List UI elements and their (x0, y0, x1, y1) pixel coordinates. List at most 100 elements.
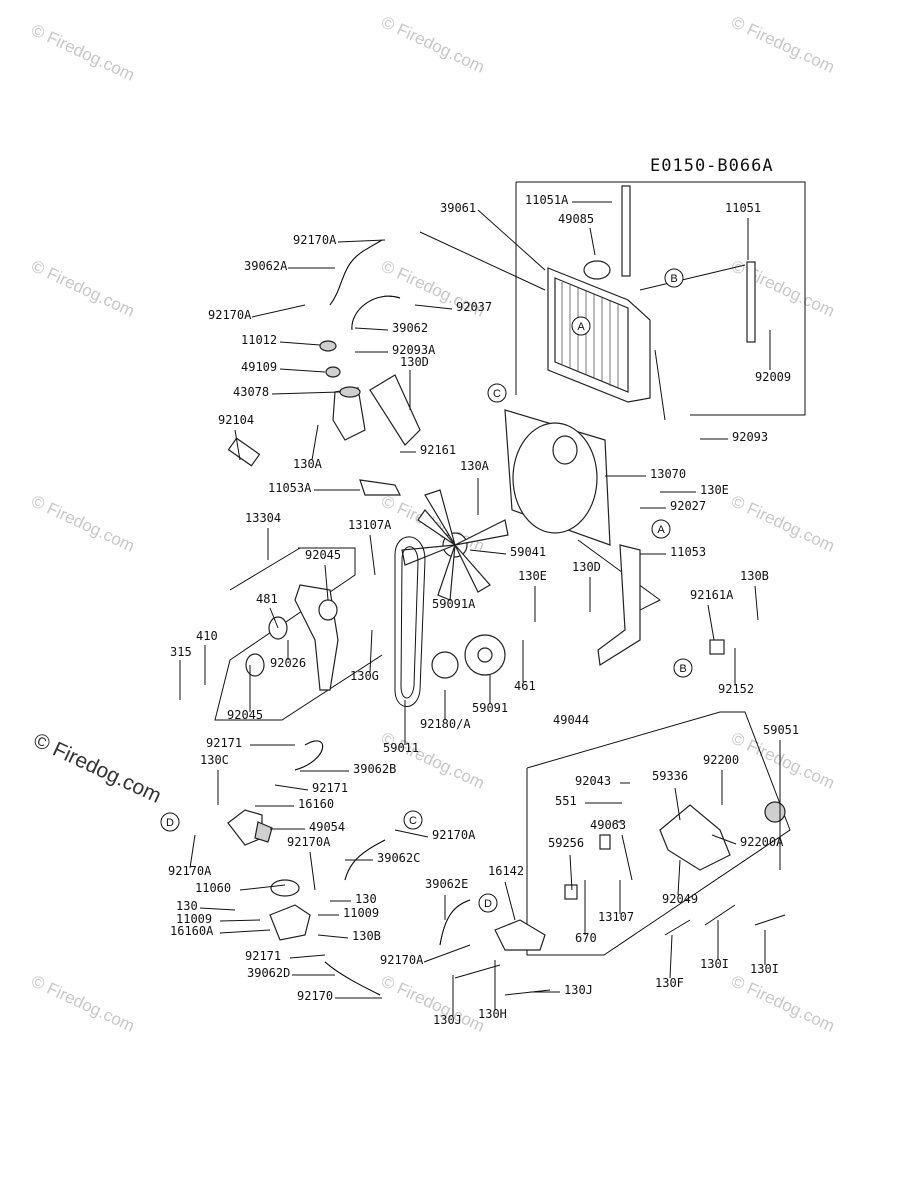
part-number-label: 39062E (425, 877, 468, 891)
part-number-label: 92093 (732, 430, 768, 444)
callout-marker: B (673, 658, 693, 678)
part-number-label: 16142 (488, 864, 524, 878)
part-number-label: 130E (700, 483, 729, 497)
callout-letter: A (657, 524, 665, 536)
part-number-label: 59011 (383, 741, 419, 755)
part-number-label: 92171 (245, 949, 281, 963)
part-number-label: 92049 (662, 892, 698, 906)
part-number-label: 92200 (703, 753, 739, 767)
diagram-code: E0150-B066A (650, 156, 774, 176)
part-labels: 3906111051A490851105192170A39062A9203792… (168, 193, 799, 1027)
leader-line (674, 787, 681, 821)
part-number-label: 92009 (755, 370, 791, 384)
leader-line (219, 929, 271, 934)
leader-line (317, 934, 349, 939)
part-number-label: 130J (433, 1013, 462, 1027)
part-number-label: 16160A (170, 924, 214, 938)
leader-line (234, 429, 241, 461)
part-number-label: 39061 (440, 201, 476, 215)
part-number-label: 92104 (218, 413, 254, 427)
part-number-label: 551 (555, 794, 577, 808)
part-number-label: 49044 (553, 713, 589, 727)
part-number-label: 92045 (227, 708, 263, 722)
part-number-label: 130J (564, 983, 593, 997)
part-number-label: 13107A (348, 518, 392, 532)
part-number-label: 92170A (293, 233, 337, 247)
callout-marker: C (487, 383, 507, 403)
fan-shroud (504, 409, 611, 546)
part-number-label: 92161 (420, 443, 456, 457)
callout-letter: C (409, 815, 417, 827)
callout-marker: A (651, 519, 671, 539)
part-number-label: 130 (355, 892, 377, 906)
fan-belt (394, 536, 426, 707)
part-number-label: 59091 (472, 701, 508, 715)
part-number-label: 49063 (590, 818, 626, 832)
leader-line (189, 834, 196, 869)
part-number-label: 92171 (206, 736, 242, 750)
part-number-label: 92171 (312, 781, 348, 795)
callout-circle (673, 658, 693, 678)
part-number-label: 92180/A (420, 717, 471, 731)
part-number-label: 59336 (652, 769, 688, 783)
leader-line (469, 549, 507, 555)
part-number-label: 461 (514, 679, 536, 693)
leader-line (251, 304, 306, 318)
part-number-label: 11051 (725, 201, 761, 215)
leader-line (414, 304, 453, 310)
part-number-label: 92161A (690, 588, 734, 602)
leader-line (754, 585, 759, 621)
radiator (547, 185, 756, 403)
part-number-label: 92200A (740, 835, 784, 849)
part-number-label: 92027 (670, 499, 706, 513)
part-number-label: 130I (700, 957, 729, 971)
part-number-label: 92037 (456, 300, 492, 314)
leader-line (239, 884, 286, 891)
part-number-label: 130E (518, 569, 547, 583)
thermostat-housing (227, 740, 386, 996)
leader-line (711, 834, 737, 845)
part-number-label: 11009 (343, 906, 379, 920)
part-number-label: 49085 (558, 212, 594, 226)
part-number-label: 92170A (380, 953, 424, 967)
part-number-label: 92170 (297, 989, 333, 1003)
callout-circle (571, 316, 591, 336)
part-number-label: 92170A (208, 308, 252, 322)
part-number-label: 130B (352, 929, 381, 943)
part-number-label: 130G (350, 669, 379, 683)
callout-marker: B (664, 268, 684, 288)
leader-line (669, 934, 673, 979)
part-number-label: 130D (400, 355, 429, 369)
part-number-label: 49109 (241, 360, 277, 374)
leader-line (271, 391, 341, 395)
leader-line (394, 829, 429, 838)
part-number-label: 130A (460, 459, 490, 473)
leader-line (311, 424, 319, 461)
part-number-label: 481 (256, 592, 278, 606)
part-number-label: 11012 (241, 333, 277, 347)
leader-line (677, 859, 681, 896)
part-number-label: 13107 (598, 910, 634, 924)
part-number-label: 670 (575, 931, 597, 945)
leader-line (279, 368, 326, 373)
pulleys (431, 634, 506, 679)
leader-line (707, 604, 715, 641)
part-number-label: 43078 (233, 385, 269, 399)
leader-line (477, 209, 546, 271)
part-number-label: 130I (750, 962, 779, 976)
callout-letter: B (679, 663, 686, 675)
part-number-label: 11053 (670, 545, 706, 559)
leader-line (369, 534, 376, 576)
reservoir-and-hoses (227, 239, 421, 467)
leader-line (354, 327, 389, 331)
part-number-label: 130C (200, 753, 229, 767)
part-number-label: 11009 (176, 912, 212, 926)
callout-marker: D (160, 812, 180, 832)
part-number-label: 59051 (763, 723, 799, 737)
leader-line (589, 227, 596, 256)
callout-letter: B (670, 273, 677, 285)
callout-circle (160, 812, 180, 832)
part-number-label: 59041 (510, 545, 546, 559)
